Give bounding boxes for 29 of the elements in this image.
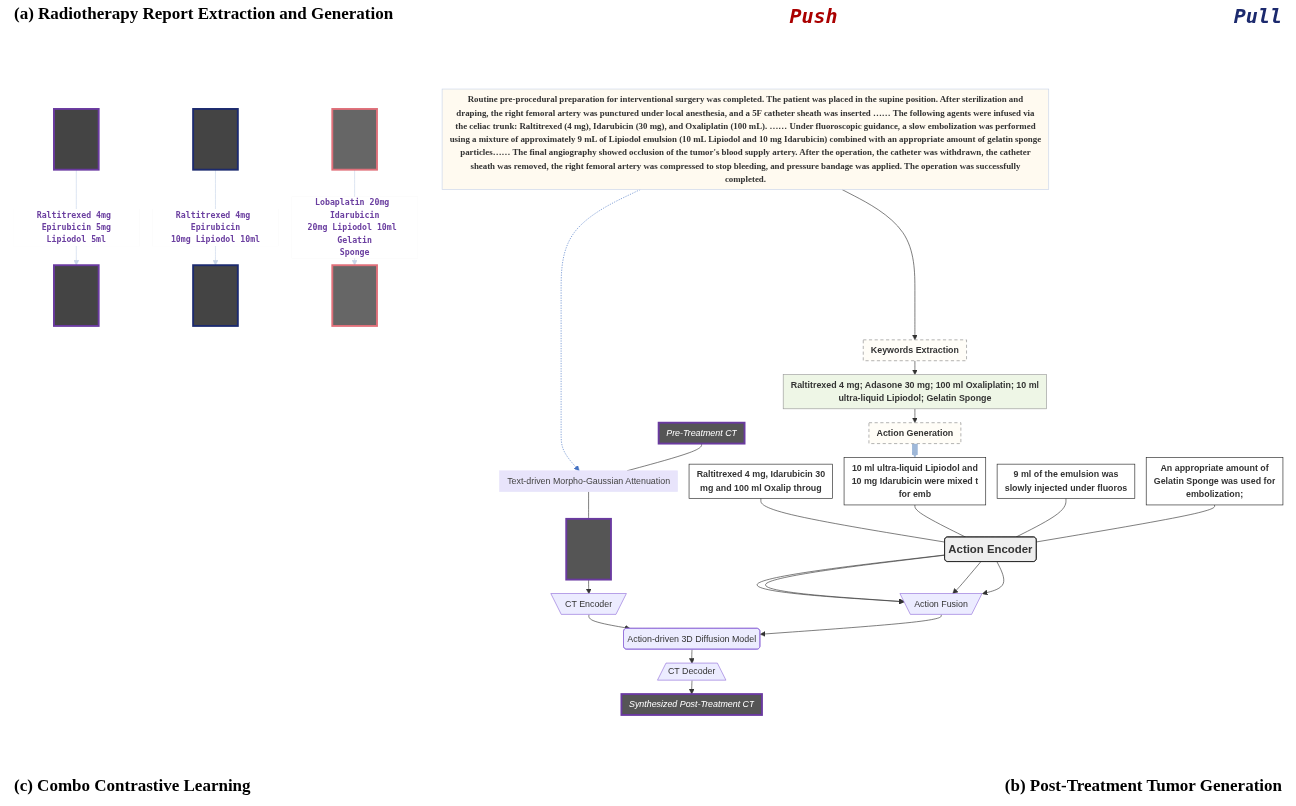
- connector: [760, 498, 946, 543]
- section-title: (b) Post-Treatment Tumor Generation: [1004, 776, 1282, 796]
- node-box: [331, 264, 378, 327]
- node-box: Raltitrexed 4 mg; Adasone 30 mg; 100 ml Oxaliplatin; 10 ml ultra-liquid Lipiodol; Gelatin Sponge: [782, 374, 1047, 410]
- node-box: [192, 264, 239, 327]
- node-box: [565, 517, 612, 581]
- pull-label: Pull: [1233, 4, 1282, 28]
- node-box: Routine pre-procedural preparation for interventional surgery was completed. The patient was placed in the supine position. After sterilization and draping, the right femoral artery was punctured under local anesthesia, and a 5F catheter sheath was inserted …… The following agents were infused via the celiac trunk: Raltitrexed (4 mg), Idarubicin (30 mg), and Oxaliplatin (100 mL). …… Under fluoroscopic guidance, a slow embolization was performed using a mixture of approximately 9 mL of Lipiodol emulsion (10 mL Lipiodol and 10 mg Idarubicin) combined with an appropriate amount of gelatin sponge particles…… The final angiography showed occlusion of the tumor's blood supply artery. After the operation, the catheter was withdrawn, the catheter sheath was removed, the right femoral artery was compressed to stop bleeding, and pressure bandage was applied. The operation was successfully completed.: [441, 88, 1050, 190]
- node-box: 10 ml ultra-liquid Lipiodol and 10 mg Idarubicin were mixed t for emb: [843, 457, 987, 506]
- section-title: (c) Combo Contrastive Learning: [14, 776, 251, 796]
- node-box: Synthesized Post-Treatment CT: [620, 693, 763, 716]
- node-box: Action Generation: [868, 422, 962, 444]
- section-title: (a) Radiotherapy Report Extraction and Generation: [14, 4, 394, 25]
- edge-label: Raltitrexed 4mg Epirubicin 10mg Lipiodol 10ml: [170, 210, 261, 245]
- node-box: An appropriate amount of Gelatin Sponge was used for embolization;: [1145, 457, 1284, 506]
- connector: [1036, 504, 1215, 543]
- node-box: [192, 108, 239, 171]
- push-label: Push: [789, 4, 838, 28]
- node-box: Raltitrexed 4 mg, Idarubicin 30 mg and 100 ml Oxalip throug: [688, 463, 833, 499]
- connector: [588, 491, 589, 520]
- node-box: [53, 108, 100, 171]
- edge-label: Raltitrexed 4mg Epirubicin 5mg Lipiodol 5ml: [36, 210, 111, 245]
- node-box: 9 ml of the emulsion was slowly injected under fluoros: [996, 463, 1136, 499]
- node-box: Text-driven Morpho-Gaussian Attenuation: [499, 470, 678, 492]
- node-box: [53, 264, 100, 327]
- node-box: [331, 108, 378, 171]
- edge-label: Lobaplatin 20mg Idarubicin 20mg Lipiodol 10ml Gelatin Sponge: [307, 197, 397, 257]
- node-box: Pre-Treatment CT: [657, 421, 746, 445]
- node-box: Keywords Extraction: [862, 339, 967, 362]
